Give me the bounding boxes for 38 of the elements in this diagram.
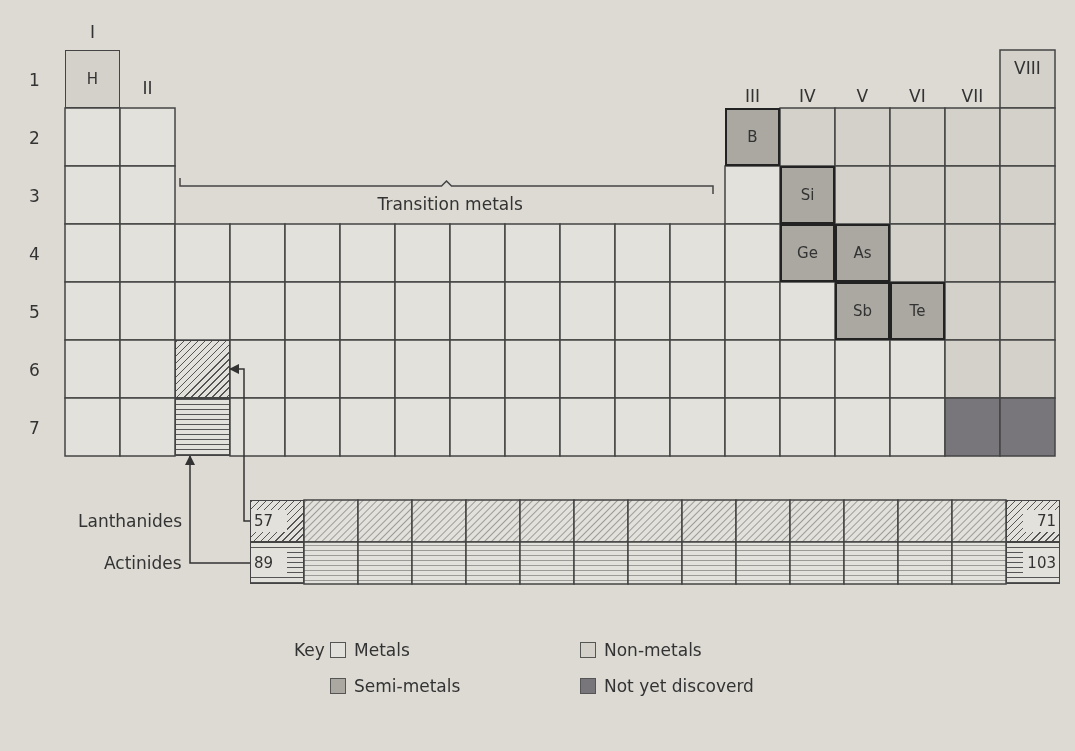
element-cell: 71 xyxy=(1006,500,1060,542)
legend-label: Metals xyxy=(354,640,410,660)
row-label: Lanthanides xyxy=(78,511,183,531)
element-cell: Sb xyxy=(835,282,890,340)
section-title: Transition metals xyxy=(377,194,523,214)
group-number: VIII xyxy=(1014,58,1041,78)
arrow xyxy=(228,363,251,522)
element-cell: 57 xyxy=(250,500,304,542)
element-cell: H xyxy=(65,50,120,108)
group-number: III xyxy=(745,86,761,106)
element-cell: As xyxy=(835,224,890,282)
period-number: 4 xyxy=(29,244,40,264)
period-number: 7 xyxy=(29,418,40,438)
period-number: 3 xyxy=(29,186,40,206)
element-cell: B xyxy=(725,108,780,166)
group-number: V xyxy=(856,86,869,106)
period-number: 2 xyxy=(29,128,40,148)
group-number: IV xyxy=(799,86,816,106)
element-cell: 89 xyxy=(250,542,304,584)
element-cell: Te xyxy=(890,282,945,340)
element-cell: Ge xyxy=(780,224,835,282)
arrow xyxy=(184,454,251,564)
period-number: 1 xyxy=(29,70,40,90)
group-number: II xyxy=(142,78,153,98)
group-number: VI xyxy=(909,86,926,106)
legend-label: Non-metals xyxy=(604,640,702,660)
period-number: 6 xyxy=(29,360,40,380)
element-cell: Si xyxy=(780,166,835,224)
period-number: 5 xyxy=(29,302,40,322)
legend-title: Key xyxy=(294,640,325,660)
legend-label: Semi-metals xyxy=(354,676,461,696)
legend-label: Not yet discoverd xyxy=(604,676,754,696)
hatched-element-cell xyxy=(175,340,230,398)
group-number: VII xyxy=(961,86,984,106)
row-label: Actinides xyxy=(104,553,182,573)
element-cell: 103 xyxy=(1006,542,1060,584)
hatched-element-cell xyxy=(175,398,230,456)
group-number: I xyxy=(90,22,95,42)
